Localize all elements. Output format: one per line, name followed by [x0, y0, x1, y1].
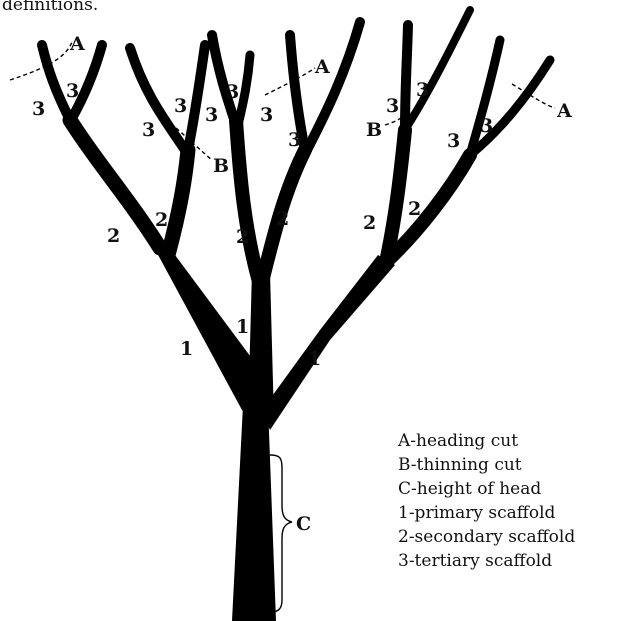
tertiary-scaffold-11	[465, 35, 505, 160]
label-thinning-cut-left: B	[213, 155, 229, 177]
label-secondary-6: 2	[408, 198, 421, 220]
secondary-scaffold-3	[229, 113, 265, 285]
label-tertiary-3: 3	[142, 119, 155, 141]
header-fragment: definitions.	[2, 0, 98, 15]
label-heading-cut-left: A	[69, 33, 85, 55]
primary-scaffold-center	[248, 270, 274, 420]
legend: A-heading cut B-thinning cut C-height of…	[397, 431, 575, 571]
secondary-scaffold-1	[62, 112, 168, 256]
secondary-scaffold-2	[160, 142, 196, 263]
tertiary-scaffold-1	[37, 40, 75, 125]
tertiary-scaffold-5	[207, 30, 241, 130]
primary-scaffold-right	[262, 255, 395, 430]
tertiary-scaffold-4	[183, 40, 210, 155]
tertiary-scaffold-8	[302, 17, 365, 155]
label-primary-left: 1	[180, 338, 193, 360]
label-primary-center: 1	[236, 316, 249, 338]
label-tertiary-4: 3	[174, 95, 187, 117]
legend-tertiary-scaffold: 3-tertiary scaffold	[398, 551, 552, 571]
label-head-height: C	[296, 513, 311, 535]
legend-heading-cut: A-heading cut	[397, 431, 518, 451]
legend-thinning-cut: B-thinning cut	[398, 455, 522, 475]
label-secondary-3: 2	[236, 226, 249, 248]
tertiary-scaffold-9	[400, 20, 413, 135]
label-primary-right: 1	[308, 348, 321, 370]
tertiary-scaffold-10	[404, 6, 474, 129]
label-tertiary-12: 3	[480, 115, 493, 137]
trunk	[232, 405, 276, 621]
heading-cut-line-right	[511, 83, 556, 109]
heading-cut-line-left	[9, 41, 73, 81]
tree-silhouette	[37, 6, 555, 621]
tertiary-scaffold-3	[125, 43, 190, 155]
thinning-cut-line-right	[384, 111, 411, 126]
tertiary-scaffold-7	[285, 30, 310, 155]
secondary-scaffold-5	[379, 123, 412, 269]
cut-lines	[9, 41, 556, 161]
thinning-cut-line-left	[175, 127, 213, 161]
label-tertiary-1: 3	[32, 98, 45, 120]
tertiary-scaffold-2	[67, 40, 107, 123]
label-thinning-cut-right: B	[366, 119, 382, 141]
label-heading-cut-center: A	[314, 56, 330, 78]
legend-secondary-scaffold: 2-secondary scaffold	[398, 527, 575, 547]
primary-scaffold-left	[150, 240, 262, 420]
label-tertiary-7: 3	[260, 104, 273, 126]
tertiary-scaffold-6	[233, 50, 255, 130]
label-tertiary-5: 3	[205, 104, 218, 126]
label-tertiary-11: 3	[447, 130, 460, 152]
legend-head-height: C-height of head	[398, 479, 541, 499]
head-height-bracket	[269, 454, 293, 613]
label-tertiary-10: 3	[416, 79, 429, 101]
label-tertiary-6: 3	[226, 81, 239, 103]
label-secondary-5: 2	[363, 212, 376, 234]
label-secondary-1: 2	[107, 225, 120, 247]
label-secondary-2: 2	[155, 209, 168, 231]
label-tertiary-8: 3	[288, 129, 301, 151]
secondary-scaffold-6	[379, 148, 477, 269]
label-secondary-4: 2	[276, 208, 289, 230]
label-heading-cut-right: A	[556, 100, 572, 122]
legend-primary-scaffold: 1-primary scaffold	[398, 503, 556, 523]
tertiary-scaffold-12	[465, 55, 555, 160]
secondary-scaffold-4	[256, 143, 312, 285]
label-tertiary-2: 3	[66, 80, 79, 102]
label-tertiary-9: 3	[386, 95, 399, 117]
